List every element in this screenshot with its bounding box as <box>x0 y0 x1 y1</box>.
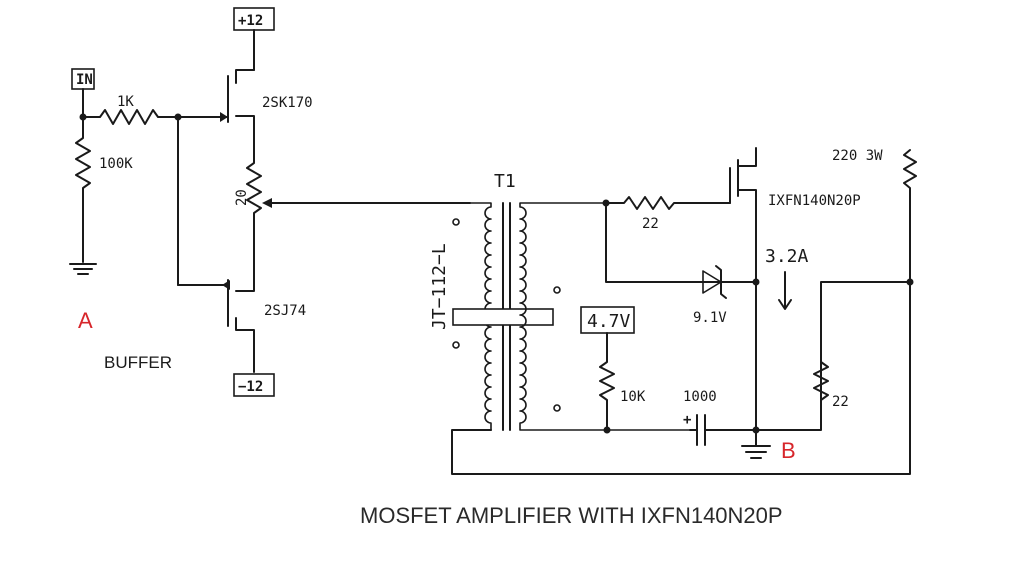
input-label: IN <box>76 72 93 88</box>
wire <box>451 281 911 475</box>
bias-voltage-label: 4.7V <box>587 311 631 332</box>
node-a-label: A <box>78 308 93 333</box>
buffer-stage: IN 1K 100K A BUFFER +12 2SK <box>69 7 313 397</box>
resistor-100k <box>75 116 91 263</box>
supply-pos-label: +12 <box>238 13 263 29</box>
mosfet-label: IXFN140N20P <box>768 193 861 209</box>
phase-dot <box>452 341 460 349</box>
current-arrowhead-icon <box>778 299 792 310</box>
potentiometer-20 <box>246 139 262 284</box>
potentiometer-label: 20 <box>234 189 250 206</box>
resistor-10k-label: 10K <box>620 389 646 405</box>
transformer-part-label: JT−112−L <box>429 243 450 330</box>
jfet-2sj74 <box>222 279 255 373</box>
diagram-caption: MOSFET AMPLIFIER WITH IXFN140N20P <box>360 503 783 528</box>
junction-dot <box>752 278 760 286</box>
zener-diode <box>702 265 727 299</box>
resistor-drain-label: 22 <box>832 394 849 410</box>
phase-dot <box>452 218 460 226</box>
resistor-1k <box>82 109 179 125</box>
buffer-label: BUFFER <box>104 353 172 372</box>
capacitor-polarity: + <box>683 412 691 428</box>
resistor-gate-22 <box>605 196 731 210</box>
zener-label: 9.1V <box>693 310 727 326</box>
capacitor-1000 <box>689 414 757 446</box>
bias-voltage-box <box>580 306 635 334</box>
jfet-2sk170-label: 2SK170 <box>262 95 313 111</box>
resistor-load-220 <box>903 149 917 283</box>
capacitor-label: 1000 <box>683 389 717 405</box>
resistor-gate-label: 22 <box>642 216 659 232</box>
resistor-10k <box>599 332 615 431</box>
resistor-1k-label: 1K <box>117 94 134 110</box>
transformer-label: T1 <box>494 171 516 192</box>
ground-icon <box>69 263 97 275</box>
ground-icon <box>741 429 771 459</box>
phase-dot <box>553 286 561 294</box>
phase-dot <box>553 404 561 412</box>
core-bar <box>452 308 554 326</box>
supply-neg-terminal <box>233 373 275 397</box>
resistor-drain-22 <box>755 361 829 431</box>
transformer-t1: T1 JT−112−L <box>429 171 691 431</box>
output-stage: 22 IXFN140N20P 220 3W 3.2A 9.1V 4.7V 10 <box>580 147 917 463</box>
wire <box>820 281 911 363</box>
current-label: 3.2A <box>765 246 809 267</box>
secondary-winding <box>519 202 691 431</box>
mosfet-ixfn140n20p <box>729 147 757 431</box>
wire <box>605 202 757 283</box>
resistor-load-label: 220 3W <box>832 148 883 164</box>
junction-dot <box>603 426 611 434</box>
supply-neg-label: −12 <box>238 379 263 395</box>
resistor-100k-label: 100K <box>99 156 133 172</box>
node-b-label: B <box>781 438 796 463</box>
jfet-2sj74-label: 2SJ74 <box>264 303 306 319</box>
wiper-arrow <box>262 198 272 208</box>
jfet-2sk170 <box>220 69 255 141</box>
